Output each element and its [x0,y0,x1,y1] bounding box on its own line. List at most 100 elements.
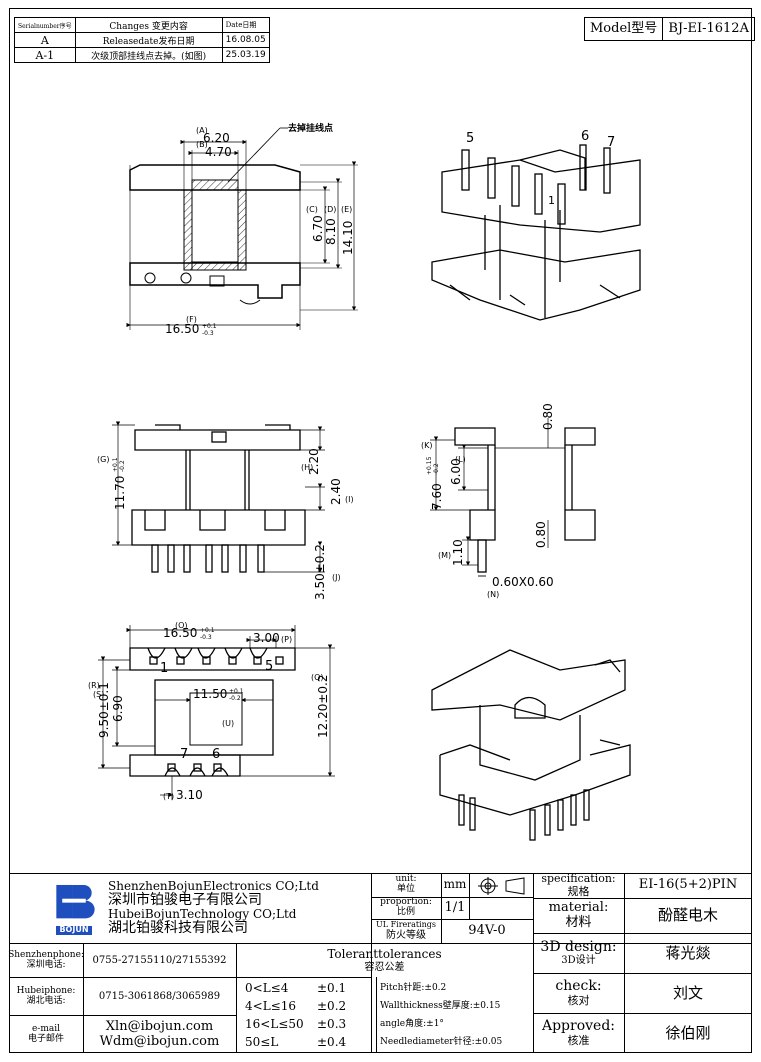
table-row: A Releasedate发布日期 16.08.05 [14,32,270,48]
dim-value: 7.60 [430,483,444,510]
design-label-cn: 3D设计 [561,955,596,967]
bojun-logo-icon [56,884,95,919]
iso-1-pins: 5 6 7 1 [466,129,615,207]
spec-label-cell: specification: 规格 [533,873,624,898]
table-row: A-1 次级顶部挂线点去掉。(如图) 25.03.19 [14,47,270,63]
dim-label: (L) [455,455,466,464]
email-link[interactable]: Wdm@ibojun.com [99,1033,220,1049]
contact-label: Shenzhenphone: [8,949,84,960]
dim-label: (P) [281,635,292,644]
dim-label: (A) [196,126,208,135]
dim-label: (I) [345,495,354,504]
front-view-dim-lines [112,421,325,573]
dim-label: (T) [163,792,174,801]
tolerance-title: Toleranttolerances [327,947,442,962]
tolerance-notes: Pitch针距:±0.2 Wallthickness壁厚度:±0.15 angl… [380,979,502,1051]
dim-tol: +0.1 [229,688,244,695]
drawing-frame [9,8,752,1053]
hubei-phone: 0715-3061868/3065989 [98,991,221,1002]
unit-label-cn: 单位 [396,884,415,894]
dim-value: 3.50±0.2 [313,544,327,600]
dim-label: (J) [332,573,341,582]
dim-value: 6.90 [111,695,125,722]
dim-value: 16.50 [165,322,199,336]
front-view-dims: (G) 11.70 +0.1 -0.2 (H) 2.20 (I) 2.40 (J… [97,448,354,600]
list-item: angle角度:±1° [380,1019,444,1029]
check-label: check: [555,978,602,995]
model-box: Model型号 BJ-EI-1612A [584,17,755,41]
dim-value: 0.80 [541,403,555,430]
dim-label: (O) [175,621,188,630]
dim-value: 11.50 [193,687,227,701]
approved-label-cn: 核准 [567,1033,590,1047]
side-view [454,427,596,573]
revision-table: Serialnumber序号 Changes 变更内容 Date日期 A Rel… [14,17,270,63]
dim-value: 2.40 [329,478,343,505]
projection-symbol [471,874,533,898]
rev-date: 25.03.19 [221,47,270,63]
pin-label: 1 [160,661,168,676]
dim-value: 6.20 [203,131,230,145]
company-logo: BOJUN [49,883,99,935]
dim-value: 3.00 [253,631,280,645]
dim-tol: -0.2 [119,460,126,472]
approved-value: 徐伯刚 [665,1023,711,1042]
dim-label: (M) [438,551,451,560]
dim-label: (K) [421,441,433,450]
bottom-view-dim-lines [98,625,335,800]
email-cell: Xln@ibojun.com Wdm@ibojun.com [83,1016,236,1053]
check-label-cell: check: 核对 [533,973,624,1013]
dim-label: (B) [196,140,208,149]
dim-tol: -0.2 [433,463,440,475]
pin-label: 5 [466,131,474,146]
shenzhen-phone: 0755-27155110/27155392 [92,955,227,966]
spec-label-cn: 规格 [567,884,590,898]
material-label: material: [548,900,609,916]
ul-label-cn: 防火等级 [386,929,426,941]
dim-label: (R) [88,681,100,690]
dim-tol: +0.15 [426,456,433,475]
list-item: Wallthickness壁厚度:±0.15 [380,1001,501,1011]
ul-label-cell: UL Fireratings 防火等级 [371,919,441,943]
design-label-cell: 3D design: 3D设计 [533,933,624,973]
dim-value: 1.10 [451,539,465,566]
dim-label: (S) [93,690,104,699]
bottom-view-dims: (O) 16.50 +0.1 -0.3 3.00 (P) (R) 9.50±0.… [88,621,330,802]
list-item: Pitch针距:±0.2 [380,983,447,993]
dim-value: 6.70 [311,215,325,242]
dim-label: (D) [324,205,336,214]
company-en-2: HubeiBojunTechnology CO;Ltd [108,907,297,921]
spec-label: specification: [541,872,616,886]
callout-text: 去掉挂线点 [288,122,333,134]
company-cn-2: 湖北铂骏科技有限公司 [108,920,248,936]
contact-label-cell: e-mail 电子邮件 [9,1016,83,1053]
dim-value: 0.80 [534,521,548,548]
dim-tol: -0.2 [229,695,241,702]
dim-label: (H) [301,463,313,472]
third-angle-projection-icon [478,877,525,895]
design-label: 3D design: [540,938,617,955]
contact-label-cn: 电子邮件 [27,1033,64,1044]
dim-value: 14.10 [341,221,355,255]
title-block: BOJUN ShenzhenBojunElectronics CO;Ltd 深圳… [8,873,752,1053]
tolerance-title-cn: 容忍公差 [364,961,405,973]
dim-value: 0.60X0.60 [492,575,554,589]
pin-label: 7 [607,135,615,150]
unit-value: mm [443,877,467,892]
side-view-dims: (K) 7.60 +0.15 -0.2 (L) 6.00 0.80 0.80 (… [421,403,555,599]
unit-label-cell: unit: 单位 [371,873,441,897]
iso-view-2 [431,649,631,841]
dim-tol: -0.3 [200,634,212,641]
tolerance-ranges: 0<L≤4±0.1 4<L≤16±0.2 16<L≤50±0.3 50≤L±0.… [245,979,346,1051]
logo-text: BOJUN [56,925,92,935]
top-view-dims: (A) 6.20 (B) 4.70 去掉挂线点 (C) (D) (E) 6.70… [165,122,355,337]
dim-tol: +0.1 [202,323,217,330]
dim-value: 3.10 [176,788,203,802]
email-link[interactable]: Xln@ibojun.com [105,1019,214,1035]
tolerance-header: Toleranttolerances 容忍公差 [236,944,533,977]
list-item: Needlediameter针径:±0.05 [380,1037,503,1047]
dim-value: 11.70 [113,476,127,510]
contact-label-cell: Hubeiphone: 湖北电话: [9,978,83,1015]
dim-label: (F) [186,315,197,324]
ul-value: 94V-0 [468,922,506,938]
